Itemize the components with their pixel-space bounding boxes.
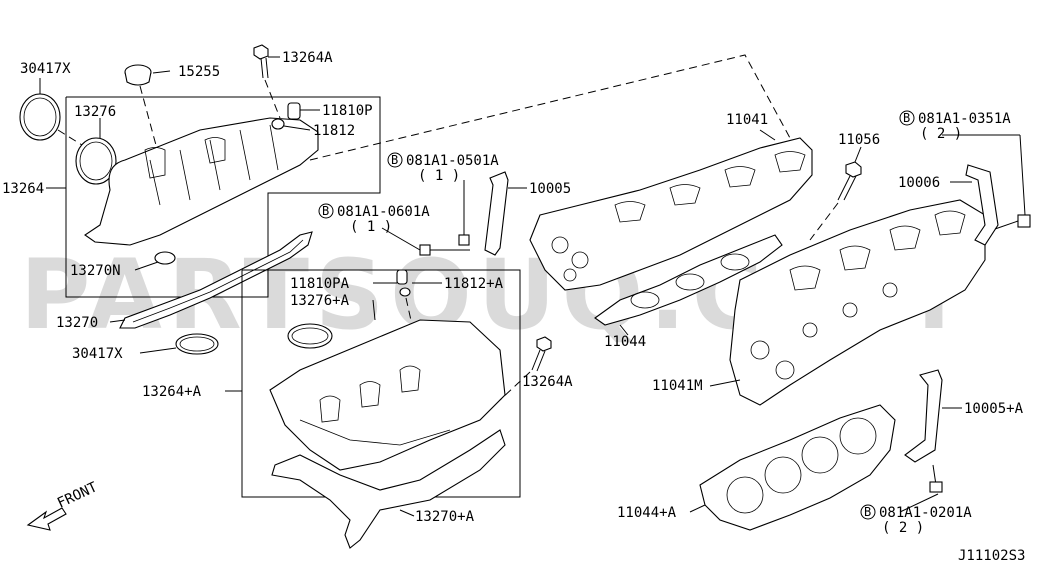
bracket-10005 [484, 171, 509, 256]
label-11044pa: 11044+A [617, 505, 677, 521]
label-10006: 10006 [898, 175, 940, 191]
label-11041m: 11041M [652, 378, 703, 394]
seal-13276 [75, 137, 117, 185]
label-11041: 11041 [726, 112, 768, 128]
bracket-10005a [904, 369, 943, 463]
bolt-081a1-0201a [929, 464, 943, 493]
label-081a1-0201a: 081A1-0201A [879, 505, 972, 521]
label-11812: 11812 [313, 123, 355, 139]
label-13270pa: 13270+A [415, 509, 475, 525]
label-081a1-0601a: 081A1-0601A [337, 204, 430, 220]
label-11810pa: 11810PA [290, 276, 350, 292]
label-11056: 11056 [838, 132, 880, 148]
label-0201-qty: ( 2 ) [882, 520, 924, 536]
svg-text:B: B [864, 505, 871, 519]
pcv-valve-11810pa [396, 269, 408, 285]
front-arrow-icon [26, 507, 67, 531]
bolt-13264a-mid [531, 336, 552, 372]
bolt-081a1-0351a [994, 214, 1031, 230]
bolt-marker-0351 [899, 110, 915, 126]
label-10005: 10005 [529, 181, 571, 197]
label-13264a-plus: 13264+A [142, 384, 202, 400]
label-13276: 13276 [74, 104, 116, 120]
label-081a1-0351a: 081A1-0351A [918, 111, 1011, 127]
label-13270n: 13270N [70, 263, 121, 279]
bolt-marker-0501 [387, 152, 403, 168]
grommet-11812a [399, 287, 411, 297]
label-30417x: 30417X [20, 61, 71, 77]
gasket-13270 [119, 231, 313, 329]
rocker-cover-13264 [84, 117, 319, 246]
label-13264: 13264 [2, 181, 44, 197]
o-ring-30417x-b [175, 333, 219, 355]
label-11044: 11044 [604, 334, 646, 350]
label-11812pa: 11812+A [444, 276, 504, 292]
label-11810p: 11810P [322, 103, 373, 119]
svg-text:B: B [322, 204, 329, 218]
cylinder-head-11041m [729, 199, 986, 406]
label-0501-qty: ( 1 ) [418, 168, 460, 184]
group-box-lower [241, 269, 521, 498]
bracket-10006 [965, 164, 999, 246]
bolt-081a1-0501a [458, 198, 470, 246]
bolt-marker-0201 [860, 504, 876, 520]
diagram-code: J11102S3 [958, 548, 1025, 564]
head-gasket-11044 [594, 234, 783, 326]
bolt-11056 [837, 161, 862, 201]
gasket-13270a [271, 429, 506, 549]
o-ring-30417x [19, 93, 61, 141]
cylinder-head-11041 [529, 137, 813, 291]
group-box-upper [65, 96, 381, 298]
label-13270: 13270 [56, 315, 98, 331]
label-0601-qty: ( 1 ) [350, 219, 392, 235]
svg-text:B: B [391, 153, 398, 167]
oil-cap-15255 [124, 64, 152, 86]
front-label: FRONT [55, 479, 100, 512]
leader-lines [39, 56, 1026, 517]
label-30417x-b: 30417X [72, 346, 123, 362]
bolt-13264a-top [253, 44, 269, 79]
bolt-marker-0601 [318, 203, 334, 219]
label-15255: 15255 [178, 64, 220, 80]
label-0351-qty: ( 2 ) [920, 126, 962, 142]
label-13264a-top: 13264A [282, 50, 333, 66]
pcv-valve-11810p [287, 102, 301, 120]
head-gasket-11044a [699, 404, 896, 531]
svg-text:B: B [903, 111, 910, 125]
label-13264a-mid: 13264A [522, 374, 573, 390]
label-10005pa: 10005+A [964, 401, 1024, 417]
grommet-11812 [271, 118, 285, 130]
rocker-cover-13264a [269, 319, 506, 471]
label-13276pa: 13276+A [290, 293, 350, 309]
label-081a1-0501a: 081A1-0501A [406, 153, 499, 169]
gasket-13270n [154, 251, 176, 265]
